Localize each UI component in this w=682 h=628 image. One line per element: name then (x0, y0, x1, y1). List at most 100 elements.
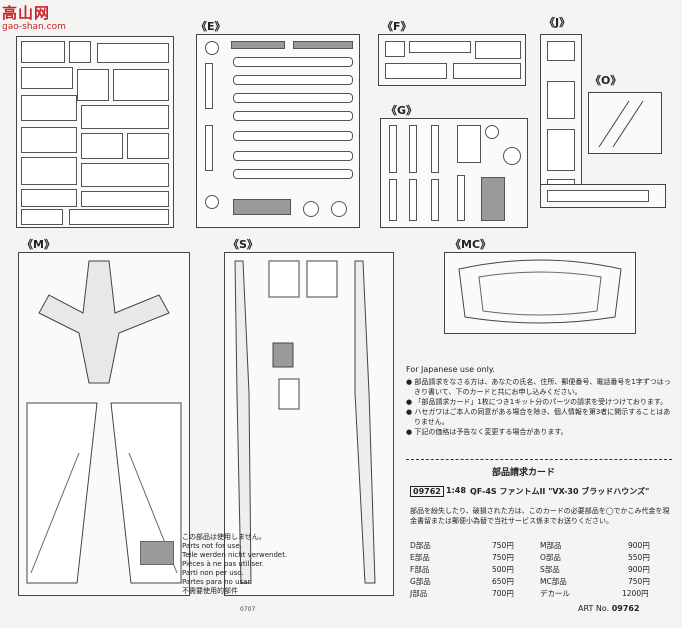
part (331, 201, 347, 217)
site-url: gao-shan.com (2, 22, 66, 32)
price-value: 900円 (628, 541, 650, 550)
part (21, 67, 73, 89)
part (481, 177, 505, 221)
sprue-mc (444, 252, 636, 334)
gray-swatch (140, 541, 174, 565)
price-label: E部品 (410, 553, 430, 562)
part (21, 209, 63, 225)
price-value: 650円 (492, 577, 514, 586)
part (97, 43, 169, 63)
price-value: 750円 (628, 577, 650, 586)
part (475, 41, 521, 59)
price-value: 1200円 (622, 589, 649, 598)
part (233, 111, 353, 121)
sprue-m (18, 252, 190, 596)
part (409, 179, 417, 221)
art-number: ART No. 09762 (578, 604, 640, 613)
o-part-drawing (598, 100, 644, 148)
parts-request-card: 部品請求カード 09762 1:48 QF-4S ファントムII "VX-30 … (240, 459, 672, 618)
part (431, 125, 439, 173)
part (453, 63, 521, 79)
sprue-d (16, 36, 174, 228)
part (547, 190, 649, 202)
part (303, 201, 319, 217)
part (503, 147, 521, 165)
sprue-f (378, 34, 526, 86)
part (69, 41, 91, 63)
price-label: D部品 (410, 541, 431, 550)
japanese-note: For Japanese use only. ● 部品請求をなさる方は、あなたの… (406, 365, 676, 437)
part (389, 179, 397, 221)
part (389, 125, 397, 173)
part (485, 125, 499, 139)
part (547, 81, 575, 119)
site-brand: 高山网 (2, 4, 51, 22)
price-label: G部品 (410, 577, 431, 586)
part (81, 133, 123, 159)
sheet-label-f: 《F》 (382, 20, 412, 33)
m-part-drawing (26, 260, 182, 584)
product-name: QF-4S ファントムII "VX-30 ブラッドハウンズ" (470, 487, 650, 496)
legend-line: Parts not for use. (182, 542, 242, 550)
card-instruction: 部品を紛失したり、破損された方は、このカードの必要部品を◯でかこみ代金を現金書留… (410, 507, 670, 525)
part (21, 127, 77, 153)
card-title: 部品請求カード (492, 468, 556, 478)
sheet-label-s: 《S》 (228, 238, 258, 251)
part (21, 157, 77, 185)
art-label: ART No. (578, 604, 610, 613)
mc-part-drawing (458, 259, 622, 324)
print-code: 0707 (240, 606, 256, 613)
legend-line: Partes para no usar. (182, 578, 252, 586)
part (77, 69, 109, 101)
price-label: F部品 (410, 565, 430, 574)
scale-label: 1:48 (446, 486, 466, 495)
price-value: 700円 (492, 589, 514, 598)
price-value: 900円 (628, 565, 650, 574)
part (205, 63, 213, 109)
part (409, 41, 471, 53)
part (457, 125, 481, 163)
price-label: J部品 (410, 589, 428, 598)
part (69, 209, 169, 225)
part (409, 125, 417, 173)
price-value: 750円 (492, 553, 514, 562)
part (233, 93, 353, 103)
legend-line: Teile werden nicht verwendet. (182, 551, 288, 559)
price-value: 550円 (628, 553, 650, 562)
note-item: ● ハセガワはご本人の同意がある場合を除き、個人情報を第3者に開示することはあり… (406, 408, 671, 426)
part (547, 129, 575, 171)
sku-number: 09762 (410, 486, 444, 497)
art-no: 09762 (611, 604, 640, 613)
sprue-j-bottom (540, 184, 666, 208)
note-item: ● 部品請求をなさる方は、あなたの氏名、住所、郵便番号、電話番号を1字ずつはっき… (406, 378, 671, 396)
part (233, 131, 353, 141)
price-label: M部品 (540, 541, 562, 550)
part (113, 69, 169, 101)
part (233, 75, 353, 85)
legend-line: この部品は使用しません。 (182, 533, 266, 541)
part (127, 133, 169, 159)
sprue-e (196, 34, 360, 228)
sheet-label-j: 《J》 (544, 16, 571, 29)
part (21, 189, 77, 207)
sheet-label-m: 《M》 (22, 238, 55, 251)
price-value: 500円 (492, 565, 514, 574)
note-title: For Japanese use only. (406, 365, 495, 374)
sheet-label-mc: 《MC》 (450, 238, 492, 251)
part (431, 179, 439, 221)
price-label: MC部品 (540, 577, 567, 586)
site-logo: 高山网 gao-shan.com (2, 2, 76, 36)
part (233, 199, 291, 215)
part (547, 41, 575, 61)
part (21, 41, 65, 63)
part (81, 191, 169, 207)
note-item: ● 「部品請求カード」1枚につき1キット分のパーツの請求を受けつけております。 (406, 398, 668, 406)
legend-lines: この部品は使用しません。 Parts not for use. Teile we… (182, 533, 332, 596)
part (231, 41, 285, 49)
legend-line: Pièces à ne pas utiliser. (182, 560, 264, 568)
part (233, 169, 353, 179)
legend-line: Parti non per uso. (182, 569, 244, 577)
price-label: デカール (540, 589, 570, 598)
part (205, 41, 219, 55)
sprue-o (588, 92, 662, 154)
